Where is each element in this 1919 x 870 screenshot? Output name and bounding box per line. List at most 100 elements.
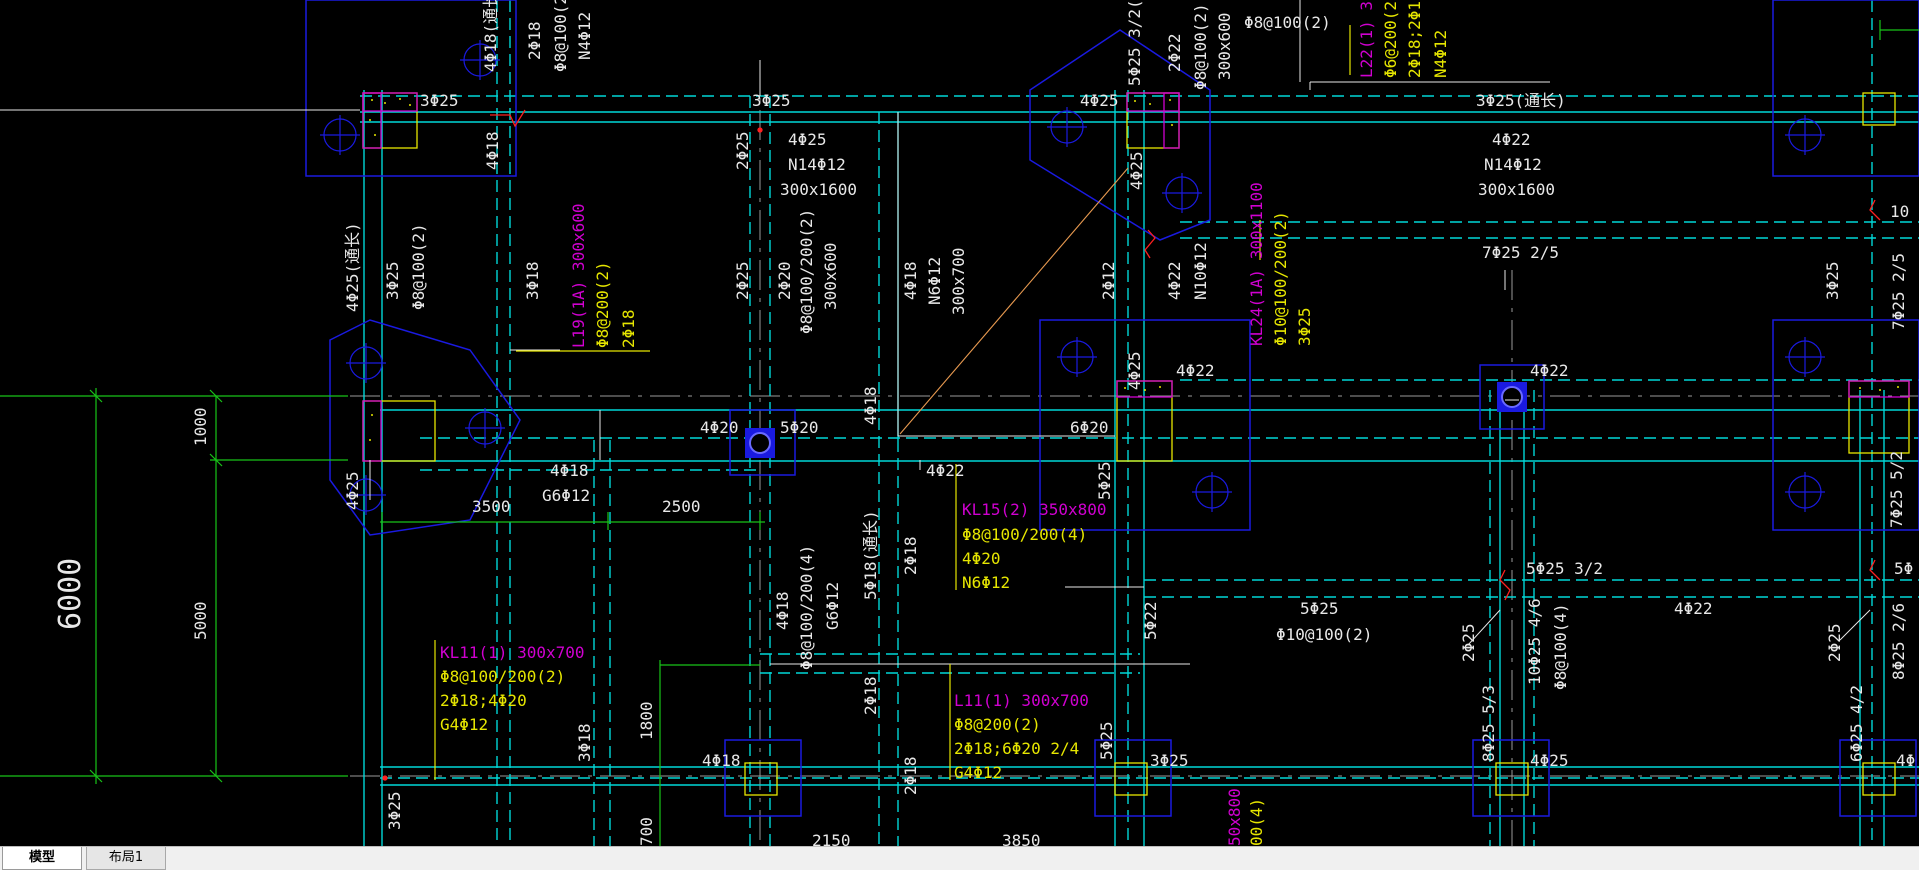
label: G6Φ12 [542,486,590,505]
label: 1000 [191,407,210,446]
label-6000: 6000 [53,558,88,630]
tab-model[interactable]: 模型 [2,847,82,870]
label: 3Φ18 [575,723,594,762]
label: 4Φ25 [1125,351,1144,390]
wall-hatches [362,92,1910,462]
labels-white: 4Φ18(通长) 2Φ18 Φ8@100(2) N4Φ12 3Φ25 4Φ18 … [191,0,1915,846]
label: 4Φ22 [1530,361,1569,380]
beam-dashed-lines [360,0,1919,846]
label: 10Φ25 4/6 [1525,598,1544,685]
label: 4Φ [1896,751,1915,770]
label: 4Φ20 [700,418,739,437]
label: 2Φ18 [861,676,880,715]
label: N14Φ12 [788,155,846,174]
label: G6Φ12 [823,582,842,630]
label: 4Φ25 [1530,751,1569,770]
label: Φ8@200(2) [954,715,1041,734]
label: 8Φ25 2/6 [1889,603,1908,680]
label: 3850 [1002,831,1041,846]
label: 7Φ25 5/2 [1887,451,1906,528]
footing-outlines [305,0,1919,817]
label: Φ8@100(2) [1244,13,1331,32]
label: Φ8@100(2) [551,0,570,72]
label: 2Φ18;4Φ20 [440,691,527,710]
label: KL11(1) 300x700 [440,643,585,662]
label: G4Φ12 [954,763,1002,782]
label: N4Φ12 [1431,30,1450,78]
label: KL24(1A) 300x1100 [1247,182,1266,346]
hatch-dots [369,98,1899,441]
label: L11(1) 300x700 [954,691,1089,710]
tab-layout1[interactable]: 布局1 [86,847,166,870]
labels-large: 6000 [53,558,88,630]
label: 2Φ25 [1825,623,1844,662]
label: 2Φ18 [525,21,544,60]
column-markers [745,382,1527,458]
label: Φ8@100/200(2) [797,209,816,334]
diagonal-brace [899,167,1129,435]
label: Φ8@100/200(2) [440,667,565,686]
label: 7Φ25 2/5 [1889,253,1908,330]
label: 4Φ25(通长) [343,222,362,312]
label: 4Φ18 [773,591,792,630]
label: 5000 [191,601,210,640]
label: 4Φ25 [788,130,827,149]
label: 2Φ18 [901,756,920,795]
label: 4Φ22 [1674,599,1713,618]
label: 3Φ25(通长) [1476,91,1566,110]
label: L19(1A) 300x600 [569,204,588,349]
label: 300x600 [821,243,840,310]
label: N4Φ12 [575,12,594,60]
label: Φ8@100(4) [1551,603,1570,690]
label: 2Φ25 [1459,623,1478,662]
beam-lines [360,90,1919,846]
label: 3Φ25 [1823,261,1842,300]
label: 2150 [812,831,851,846]
label: 4Φ25 [343,471,362,510]
label: Φ8@100(2) [409,223,428,310]
label: N10Φ12 [1191,242,1210,300]
label: 6Φ20 [1070,418,1109,437]
label: 3500 [472,497,511,516]
label: 2Φ18 [619,309,638,348]
label: 700 [637,817,656,846]
label: Φ8@100/200(4) [962,525,1087,544]
dimension-lines [0,20,1919,846]
label: 3Φ25 [383,261,402,300]
label: N14Φ12 [1484,155,1542,174]
label: Φ6@200(2 [1381,1,1400,78]
label: 8Φ25 5/3 [1479,685,1498,762]
label: 2Φ18 [901,536,920,575]
label: 6Φ25 4/2 [1847,685,1866,762]
leader-lines [0,0,1871,665]
label: 2Φ22 [1165,33,1184,72]
label: 2Φ20 [775,261,794,300]
label: 4Φ22 [1176,361,1215,380]
label: 5Φ25 3/2(通长) [1125,0,1144,86]
label: 300x600 [1215,13,1234,80]
label: 3Φ25 [752,91,791,110]
label: 2Φ12 [1099,261,1118,300]
label: 3Φ25 [1150,751,1189,770]
label: 50x800 [1225,788,1244,846]
label: 300x1600 [780,180,857,199]
label: 5Φ25 [1097,721,1116,760]
label: Φ8@100(2) [1191,3,1210,90]
labels-magenta: L22(1) 300 L19(1A) 300x600 KL24(1A) 300x… [440,0,1376,846]
label: KL15(2) 350x800 [962,500,1107,519]
label: 4Φ18 [550,461,589,480]
label: 4Φ18 [483,131,502,170]
label: Φ8@100/200(4) [797,545,816,670]
label: 4Φ22 [1165,261,1184,300]
label: 4Φ18 [861,386,880,425]
label: 3Φ25 [1295,307,1314,346]
label: 4Φ18 [901,261,920,300]
label: 1800 [637,701,656,740]
label: G4Φ12 [440,715,488,734]
label: 2500 [662,497,701,516]
label: 4Φ18(通长) [481,0,500,72]
label: 4Φ25 [1080,91,1119,110]
drawing-canvas[interactable]: 4Φ18(通长) 2Φ18 Φ8@100(2) N4Φ12 3Φ25 4Φ18 … [0,0,1919,846]
break-marks [382,109,1881,781]
